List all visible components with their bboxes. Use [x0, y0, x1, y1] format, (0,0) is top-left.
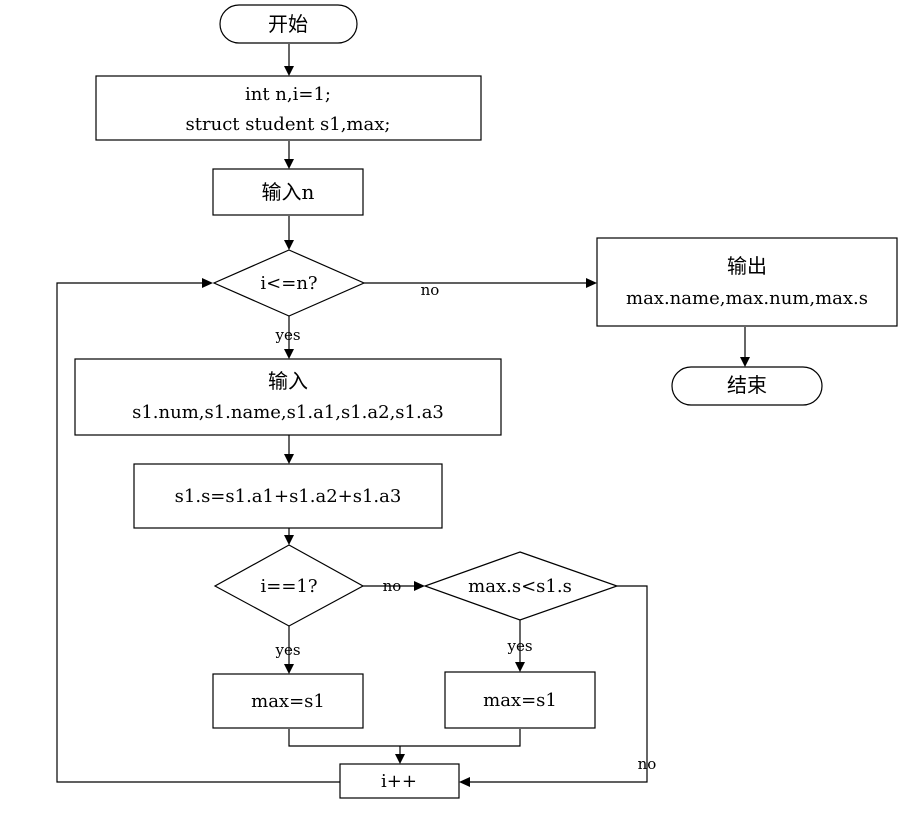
increment-label: i++ [381, 771, 417, 792]
sum-label: s1.s=s1.a1+s1.a2+s1.a3 [175, 486, 402, 507]
input-n-label: 输入n [262, 180, 315, 204]
sum-box: s1.s=s1.a1+s1.a2+s1.a3 [133, 463, 443, 529]
edge-increment-loop-back [56, 282, 340, 783]
compare-condition-label: max.s<s1.s [468, 576, 572, 597]
assign-right-box: max=s1 [444, 671, 596, 729]
assign-right-label: max=s1 [483, 690, 557, 711]
increment-box: i++ [339, 763, 460, 799]
arrowhead [586, 278, 597, 288]
loop-condition-diamond: i<=n? [212, 249, 366, 317]
first-condition-diamond: i==1? [213, 544, 365, 627]
arrowhead [284, 664, 294, 674]
arrowhead [202, 278, 213, 288]
arrowhead [284, 349, 294, 359]
arrowhead [740, 357, 750, 367]
loop-no-label: no [421, 281, 440, 299]
compare-yes-label: yes [506, 637, 532, 655]
first-no-label: no [383, 577, 402, 595]
arrowhead [284, 240, 294, 250]
output-vars: max.name,max.num,max.s [626, 288, 868, 309]
compare-condition-diamond: max.s<s1.s [423, 551, 619, 621]
first-condition-label: i==1? [260, 576, 317, 597]
compare-no-label: no [638, 755, 657, 773]
loop-condition-label: i<=n? [260, 273, 317, 294]
loop-yes-label: yes [274, 326, 300, 344]
arrowhead [284, 159, 294, 169]
declare-line-2: struct student s1,max; [186, 114, 391, 135]
assign-left-box: max=s1 [212, 673, 364, 729]
arrowhead [515, 662, 525, 672]
declare-box: int n,i=1; struct student s1,max; [95, 75, 482, 141]
arrowhead [395, 754, 405, 764]
connectors [56, 44, 746, 783]
declare-line-1: int n,i=1; [245, 84, 331, 105]
end-node: 结束 [671, 366, 823, 406]
arrowhead [284, 66, 294, 76]
assign-left-label: max=s1 [251, 691, 325, 712]
end-label: 结束 [727, 373, 767, 397]
input-record-box: 输入 s1.num,s1.name,s1.a1,s1.a2,s1.a3 [74, 358, 502, 436]
arrowheads [202, 66, 750, 787]
input-record-vars: s1.num,s1.name,s1.a1,s1.a2,s1.a3 [132, 402, 444, 423]
arrowhead [284, 454, 294, 464]
edge-assign-merge [288, 729, 521, 747]
arrowhead [284, 535, 294, 545]
output-box: 输出 max.name,max.num,max.s [596, 237, 898, 327]
first-yes-label: yes [274, 641, 300, 659]
start-node: 开始 [219, 4, 358, 44]
arrowhead [414, 581, 425, 591]
output-title: 输出 [727, 254, 767, 278]
arrowhead [459, 777, 470, 787]
start-label: 开始 [268, 12, 308, 36]
edge-labels: no yes no yes yes no [274, 281, 656, 773]
input-n-box: 输入n [212, 168, 364, 216]
input-record-title: 输入 [268, 369, 308, 393]
edge-compare-no-increment [466, 585, 648, 783]
